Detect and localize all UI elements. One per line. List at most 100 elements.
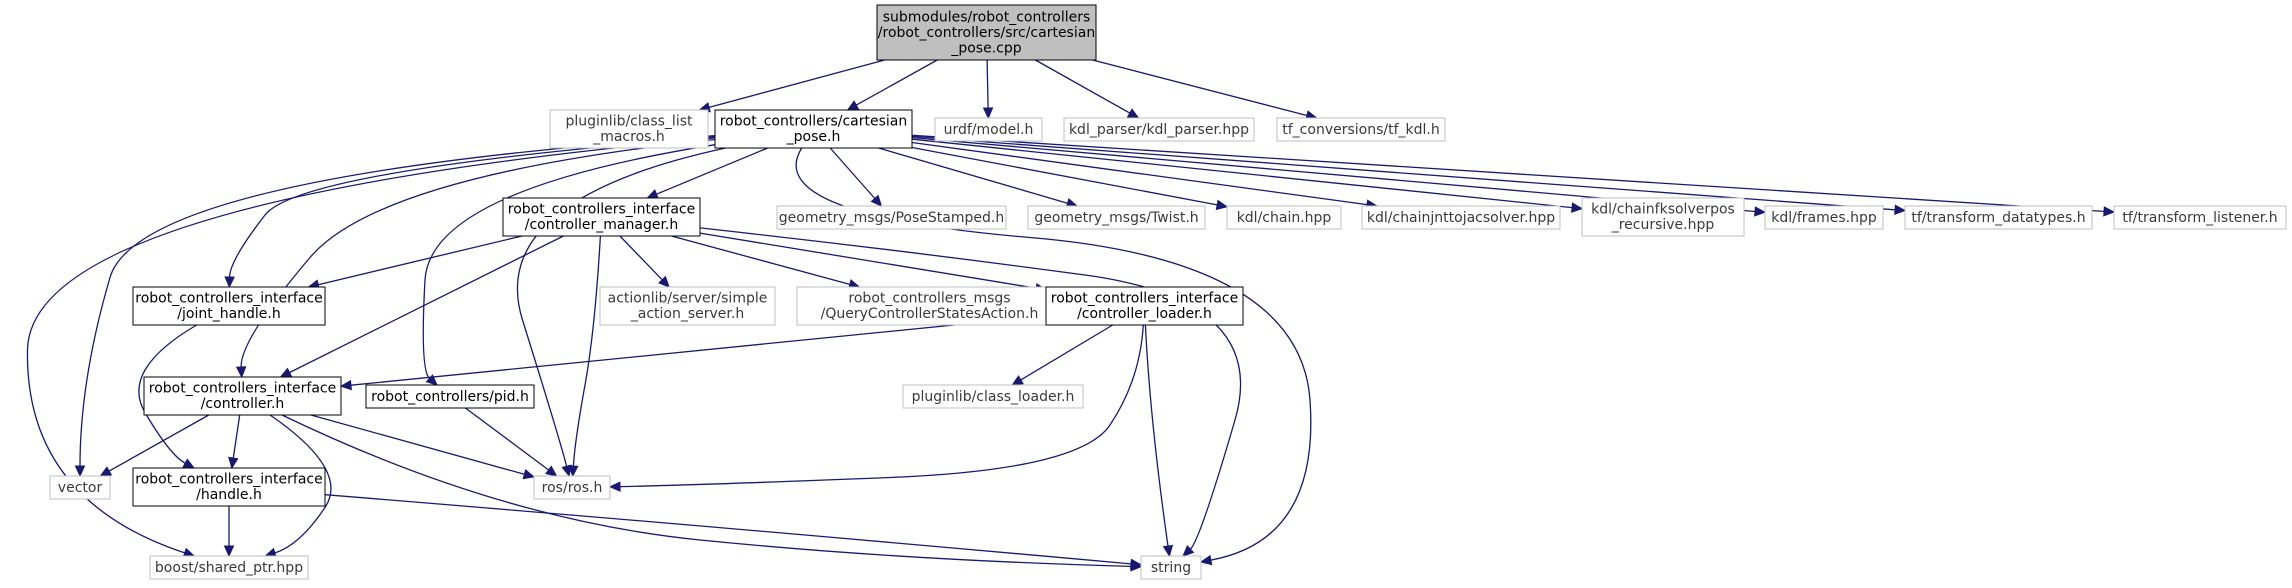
edge-line (986, 59, 989, 109)
node-label-line: _action_server.h (630, 306, 744, 322)
node-box (1361, 205, 1561, 230)
arrowhead (1571, 202, 1584, 213)
arrowhead (1130, 558, 1143, 570)
arrowhead (1215, 199, 1229, 211)
edge-line (465, 407, 549, 471)
node-controller-loader[interactable]: robot_controllers_interface/controller_l… (1045, 286, 1244, 326)
node-tf-conversions: tf_conversions/tf_kdl.h (1276, 117, 1446, 142)
edge-line (310, 414, 525, 475)
arrowhead (1126, 108, 1140, 119)
arrowhead (608, 481, 621, 492)
node-box (1027, 205, 1206, 230)
edge-cartesian-pose-h-to-pose-stamped (829, 147, 883, 207)
edge-line (138, 324, 197, 464)
edge-line (855, 59, 938, 106)
node-box (1276, 117, 1446, 142)
node-box (49, 475, 111, 500)
node-box (143, 376, 342, 416)
node-pose-stamped: geometry_msgs/PoseStamped.h (776, 205, 1007, 230)
arrowhead (99, 466, 113, 477)
edge-controller-manager-to-ros (568, 235, 602, 478)
edge-line (318, 235, 523, 286)
edge-line (269, 414, 332, 554)
edge-line (324, 494, 1132, 565)
node-tf-datatypes: tf/transform_datatypes.h (1904, 205, 2093, 230)
edge-controller-loader-to-string (1144, 324, 1174, 558)
edge-line (911, 138, 1573, 209)
node-label-line: robot_controllers_interface (149, 381, 336, 397)
arrowhead (1199, 554, 1213, 566)
node-box (365, 384, 535, 409)
edge-controller-loader-to-controller-h (339, 315, 1047, 391)
node-label-line: kdl/chainfksolverpos (1591, 202, 1735, 218)
node-label-line: /controller_loader.h (1077, 306, 1212, 322)
arrowhead (223, 545, 235, 558)
node-pid[interactable]: robot_controllers/pid.h (365, 384, 535, 409)
node-label-line: vector (58, 480, 103, 496)
edge-controller-loader-to-ros (608, 324, 1144, 492)
arrowhead (1182, 545, 1195, 557)
node-box (533, 475, 611, 500)
edge-line (572, 235, 602, 467)
edge-line (795, 147, 1312, 561)
edge-cartesian-pose-h-to-kdl-fksolver (911, 138, 1584, 213)
edge-cartesian-pose-h-to-twist (878, 147, 1079, 209)
node-label-line: kdl/chainjnttojacsolver.hpp (1367, 210, 1555, 226)
node-class-list-macros: pluginlib/class_list_macros.h (549, 109, 709, 149)
edge-line (911, 146, 1218, 206)
arrowhead (224, 276, 235, 289)
edge-line (516, 147, 726, 467)
node-label-line: tf_conversions/tf_kdl.h (1282, 122, 1439, 138)
node-box (902, 384, 1084, 409)
node-label-line: /controller.h (201, 396, 285, 412)
arrowhead (646, 189, 659, 199)
node-label-line: robot_controllers_msgs (848, 291, 1010, 307)
node-cartesian-pose-h[interactable]: robot_controllers/cartesian_pose.h (714, 109, 913, 149)
arrowhead (1754, 206, 1767, 217)
edge-cartesian-pose-h-to-kdl-chain (911, 146, 1229, 211)
edge-cartesian-pose-h-to-vector (74, 135, 716, 478)
arrowhead (545, 465, 558, 477)
nodes-layer: submodules/robot_controllers/robot_contr… (49, 4, 2287, 580)
node-label-line: robot_controllers_interface (508, 202, 695, 218)
edge-line (240, 138, 716, 368)
edge-handle-h-to-string (324, 494, 1143, 570)
node-handle-h[interactable]: robot_controllers_interface/handle.h (132, 467, 326, 507)
edge-controller-h-to-ros (310, 414, 536, 480)
edge-root-to-urdf-model (982, 59, 994, 120)
node-box (1764, 205, 1884, 230)
node-label-line: pluginlib/class_loader.h (912, 389, 1075, 405)
edge-line (1092, 59, 1308, 117)
node-box (1045, 286, 1244, 326)
arrowhead (561, 464, 572, 478)
node-box (132, 286, 326, 326)
node-label-line: _pose.h (786, 129, 841, 145)
edge-line (1020, 324, 1114, 381)
node-joint-handle[interactable]: robot_controllers_interface/joint_handle… (132, 286, 326, 326)
edge-line (281, 414, 1132, 568)
node-label-line: robot_controllers_interface (1051, 291, 1238, 307)
node-label-line: tf/transform_listener.h (2122, 210, 2277, 226)
node-root: submodules/robot_controllers/robot_contr… (876, 4, 1097, 61)
edge-cartesian-pose-h-to-joint-handle (224, 136, 716, 289)
edge-line (350, 315, 1047, 386)
node-box (796, 286, 1063, 326)
node-label-line: robot_controllers_interface (135, 291, 322, 307)
node-kdl-fksolver: kdl/chainfksolverpos_recursive.hpp (1581, 197, 1745, 237)
node-label-line: _recursive.hpp (1611, 217, 1715, 233)
arrowhead (1011, 375, 1024, 386)
node-controller-h[interactable]: robot_controllers_interface/controller.h (143, 376, 342, 416)
edge-line (1035, 59, 1131, 114)
node-query-states: robot_controllers_msgs/QueryControllerSt… (796, 286, 1063, 326)
node-label-line: robot_controllers/pid.h (371, 389, 529, 405)
node-label-line: _macros.h (592, 129, 665, 145)
node-label-line: kdl_parser/kdl_parser.hpp (1069, 122, 1249, 138)
node-controller-manager[interactable]: robot_controllers_interface/controller_m… (502, 197, 701, 237)
node-label-line: actionlib/server/simple (608, 291, 768, 307)
node-label-line: boost/shared_ptr.hpp (155, 560, 303, 576)
arrowhead (870, 194, 883, 207)
node-label-line: _pose.cpp (950, 40, 1021, 56)
edge-line (699, 232, 1037, 289)
edge-line (911, 141, 1368, 206)
